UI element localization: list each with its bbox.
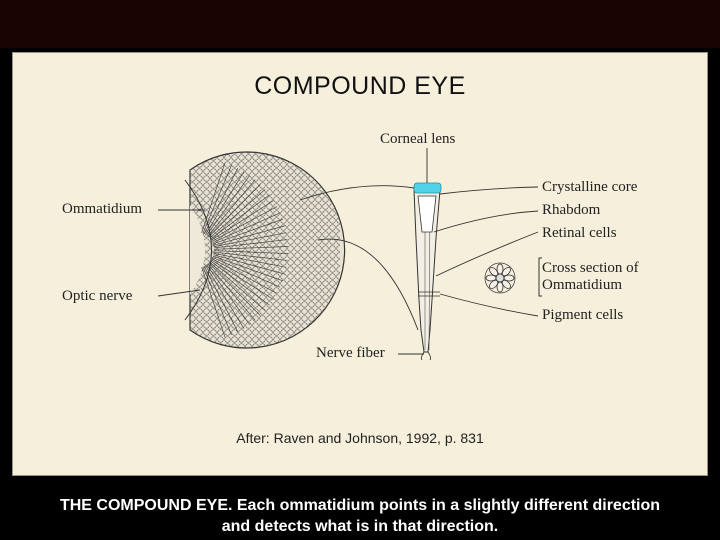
corneal-lens-shape xyxy=(414,183,441,193)
label-pigment-cells: Pigment cells xyxy=(542,307,623,324)
label-cross-section-line1: Cross section of xyxy=(542,260,639,277)
label-cross-section-line2: Ommatidium xyxy=(542,277,622,294)
label-optic-nerve: Optic nerve xyxy=(62,288,132,305)
label-nerve-fiber: Nerve fiber xyxy=(316,345,385,362)
label-rhabdom: Rhabdom xyxy=(542,202,600,219)
caption-line-1: THE COMPOUND EYE. Each ommatidium points… xyxy=(0,495,720,516)
label-corneal-lens: Corneal lens xyxy=(380,131,455,148)
caption-line-2: and detects what is in that direction. xyxy=(0,516,720,537)
label-retinal-cells: Retinal cells xyxy=(542,225,617,242)
cross-section-shape xyxy=(485,263,515,293)
label-crystalline-core: Crystalline core xyxy=(542,179,637,196)
ommatidium-enlarged xyxy=(414,183,441,360)
caption-bar: THE COMPOUND EYE. Each ommatidium points… xyxy=(0,490,720,540)
eye-hemisphere xyxy=(160,150,345,350)
source-credit: After: Raven and Johnson, 1992, p. 831 xyxy=(12,430,708,446)
label-ommatidium: Ommatidium xyxy=(62,201,142,218)
